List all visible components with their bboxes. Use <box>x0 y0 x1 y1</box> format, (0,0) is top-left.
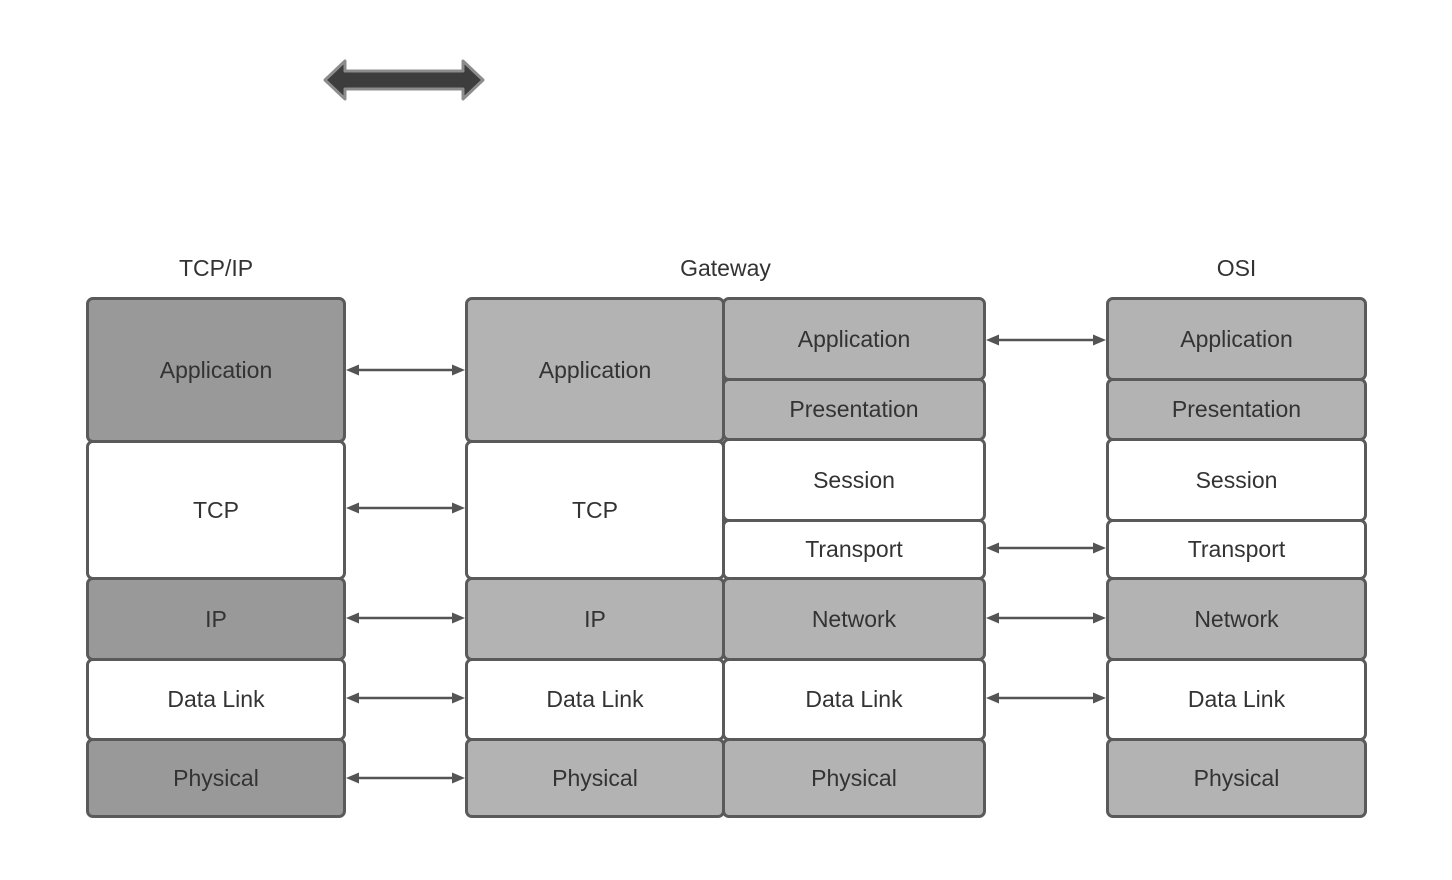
gateway-right-layer-network: Network <box>722 577 986 661</box>
tcpip-layer-application: Application <box>86 297 346 443</box>
gateway-right-layer-application: Application <box>722 297 986 381</box>
tcpip-column-header: TCP/IP <box>178 255 254 281</box>
gateway-left-layer-tcp: TCP <box>465 440 725 580</box>
gateway-column-header: Gateway <box>680 255 771 281</box>
connector-left-datalink-icon <box>346 692 465 704</box>
gateway-left-layer-datalink: Data Link <box>465 658 725 741</box>
gateway-left-layer-ip: IP <box>465 577 725 661</box>
connector-left-ip-icon <box>346 612 465 624</box>
osi-layer-physical: Physical <box>1106 738 1367 818</box>
gateway-right-layer-presentation: Presentation <box>722 378 986 441</box>
connector-left-physical-icon <box>346 772 465 784</box>
osi-layer-application: Application <box>1106 297 1367 381</box>
gateway-right-layer-datalink: Data Link <box>722 658 986 741</box>
gateway-left-layer-application: Application <box>465 297 725 443</box>
connector-right-application-icon <box>986 334 1106 346</box>
tcpip-layer-datalink: Data Link <box>86 658 346 741</box>
osi-layer-network: Network <box>1106 577 1367 661</box>
tcpip-layer-tcp: TCP <box>86 440 346 580</box>
gateway-right-layer-transport: Transport <box>722 519 986 580</box>
tcpip-layer-ip: IP <box>86 577 346 661</box>
connector-right-datalink-icon <box>986 692 1106 704</box>
gateway-left-layer-physical: Physical <box>465 738 725 818</box>
osi-layer-presentation: Presentation <box>1106 378 1367 441</box>
connector-left-application-icon <box>346 364 465 376</box>
osi-column-header: OSI <box>1216 255 1257 281</box>
osi-layer-datalink: Data Link <box>1106 658 1367 741</box>
thick-double-arrow-icon <box>323 59 485 101</box>
tcpip-layer-physical: Physical <box>86 738 346 818</box>
gateway-right-layer-session: Session <box>722 438 986 522</box>
osi-layer-session: Session <box>1106 438 1367 522</box>
connector-left-tcp-icon <box>346 502 465 514</box>
connector-right-transport-icon <box>986 542 1106 554</box>
osi-layer-transport: Transport <box>1106 519 1367 580</box>
connector-right-network-icon <box>986 612 1106 624</box>
gateway-right-layer-physical: Physical <box>722 738 986 818</box>
